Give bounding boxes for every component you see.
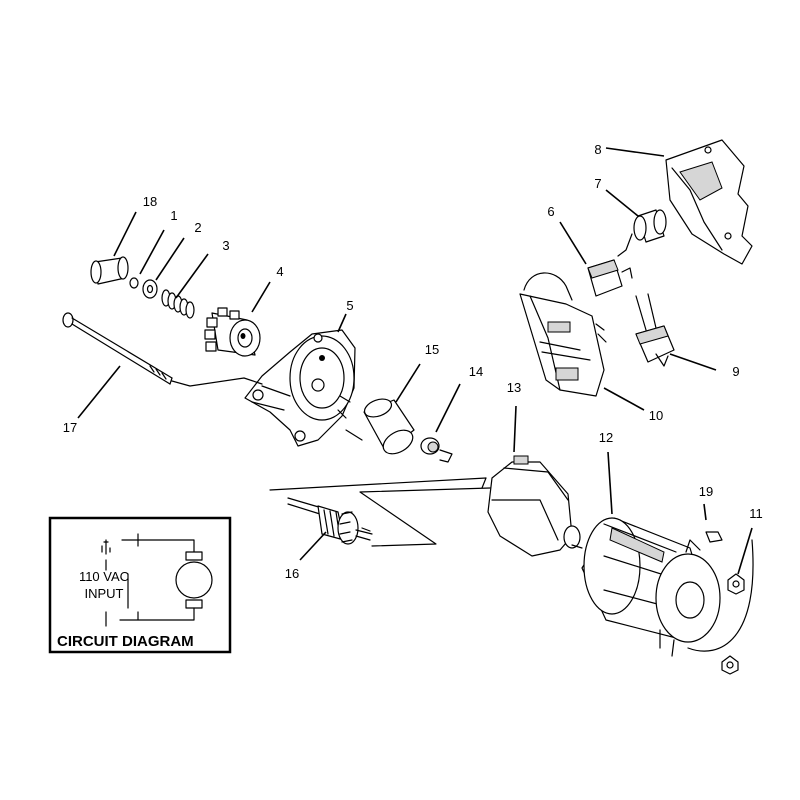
part-1-clip (129, 277, 139, 289)
part-14-bushing (420, 437, 453, 463)
circuit-diagram-title: CIRCUIT DIAGRAM (57, 633, 194, 650)
callout-16: 16 (285, 566, 299, 581)
callout-9: 9 (732, 364, 739, 379)
circuit-input-label: INPUT (85, 586, 124, 601)
callout-10: 10 (649, 408, 663, 423)
callout-4: 4 (276, 264, 283, 279)
circuit-diagram-box: 110 VAC INPUT CIRCUIT DIAGRAM (48, 516, 232, 654)
part-8-switch-cover (665, 139, 753, 265)
part-2-washer (142, 279, 158, 299)
callout-labels: 1 2 3 4 5 6 7 8 9 10 11 12 13 14 15 16 1… (63, 142, 763, 581)
part-3-spring (161, 289, 195, 319)
callout-1: 1 (170, 208, 177, 223)
part-5-gear-housing (244, 329, 356, 447)
part-10-switch-housing (519, 272, 607, 397)
callout-11: 11 (749, 506, 763, 521)
callout-19: 19 (699, 484, 713, 499)
part-15-sleeve (345, 398, 415, 455)
part-16-armature-shaft (269, 477, 491, 547)
part-7-knob (617, 209, 667, 257)
callout-2: 2 (194, 220, 201, 235)
part-9-plug (635, 293, 675, 367)
callout-5: 5 (346, 298, 353, 313)
callout-3: 3 (222, 238, 229, 253)
circuit-voltage-label: 110 VAC (79, 569, 129, 584)
callout-12: 12 (599, 430, 613, 445)
leader-lines (77, 147, 753, 575)
callout-7: 7 (594, 176, 601, 191)
callout-8: 8 (594, 142, 601, 157)
part-13-end-bell (487, 455, 583, 557)
callout-6: 6 (547, 204, 554, 219)
callout-13: 13 (507, 380, 521, 395)
callout-14: 14 (469, 364, 483, 379)
part-17-through-bolt (62, 312, 263, 387)
callout-15: 15 (425, 342, 439, 357)
part-19-tab (705, 531, 723, 543)
callout-17: 17 (63, 420, 77, 435)
part-11-nut (721, 573, 745, 675)
callout-18: 18 (143, 194, 157, 209)
part-4-gear (204, 307, 261, 357)
part-12-motor (581, 517, 754, 657)
part-6-switch (587, 259, 633, 297)
part-18-sleeve (90, 256, 129, 285)
